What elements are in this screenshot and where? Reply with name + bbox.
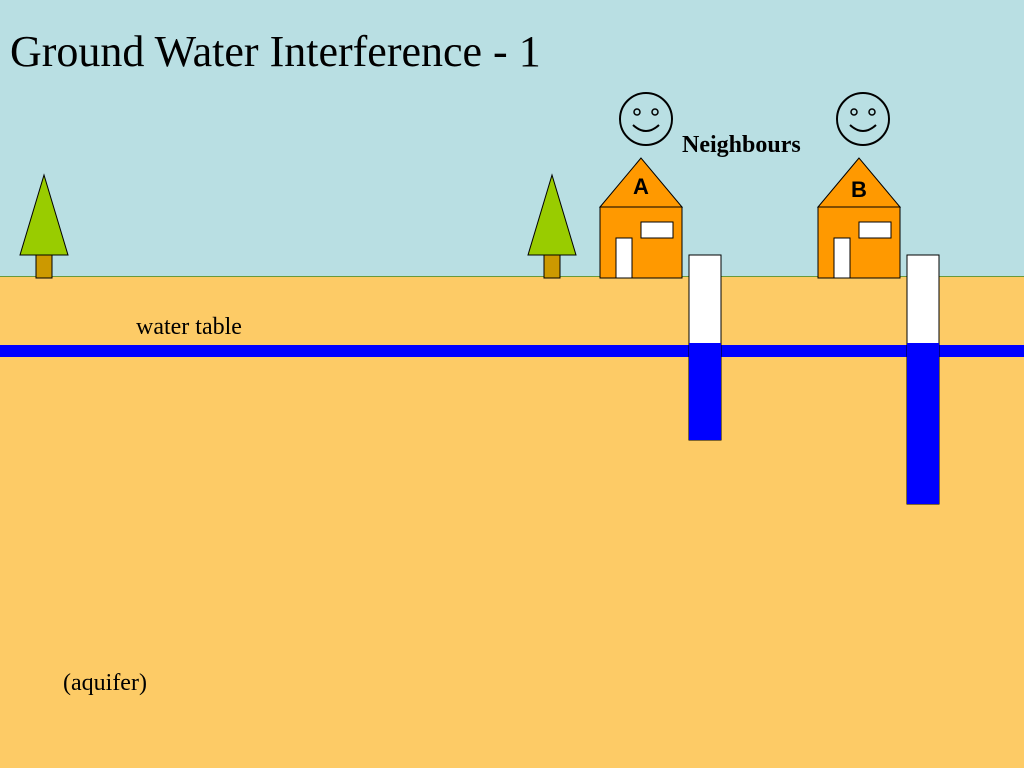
house-a-letter: A xyxy=(633,174,649,199)
house-b-letter: B xyxy=(851,177,867,202)
tree-icon xyxy=(527,173,577,279)
house-b-icon: B xyxy=(816,157,902,279)
house-b-door xyxy=(833,237,851,279)
smiley-face-icon xyxy=(619,92,673,146)
ground-aquifer xyxy=(0,276,1024,768)
tree-icon xyxy=(19,173,69,279)
well-b xyxy=(906,254,940,505)
well-a xyxy=(688,254,722,441)
house-b-window xyxy=(858,221,892,239)
slide-title: Ground Water Interference - 1 xyxy=(10,27,541,76)
neighbours-label: Neighbours xyxy=(682,132,801,158)
house-a-door xyxy=(615,237,633,279)
house-a-window xyxy=(640,221,674,239)
well-a-water xyxy=(689,343,721,440)
well-b-water xyxy=(907,343,939,504)
water-table-line xyxy=(0,345,1024,357)
aquifer-label: (aquifer) xyxy=(63,670,147,696)
water-table-label: water table xyxy=(136,314,242,340)
smiley-face-icon xyxy=(836,92,890,146)
house-a-icon: A xyxy=(598,157,684,279)
